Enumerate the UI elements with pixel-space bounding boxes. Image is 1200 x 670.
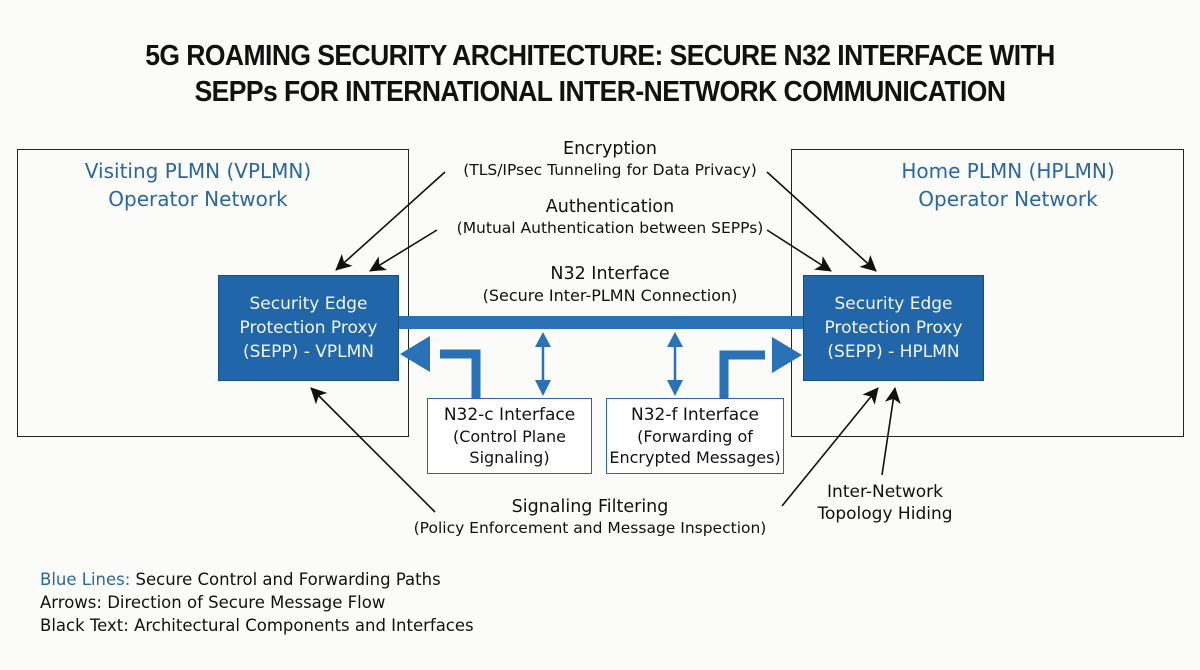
legend-key: Blue Lines:	[40, 570, 131, 589]
n32c-line-3: Signaling)	[469, 447, 550, 467]
n32-description: (Secure Inter-PLMN Connection)	[482, 286, 738, 305]
encryption-label: Encryption (TLS/IPsec Tunneling for Data…	[400, 138, 820, 181]
authentication-description: (Mutual Authentication between SEPPs)	[456, 219, 764, 237]
diagram-title: 5G ROAMING SECURITY ARCHITECTURE: SECURE…	[42, 38, 1158, 110]
hplmn-network-title: Home PLMN (HPLMN) Operator Network	[858, 157, 1158, 213]
sepp-hplmn-line-2: Protection Proxy	[824, 318, 963, 338]
authentication-arrow-right	[766, 229, 832, 272]
encryption-title: Encryption	[563, 139, 657, 159]
n32c-line-2: (Control Plane	[452, 426, 567, 446]
authentication-title: Authentication	[545, 197, 675, 217]
sepp-hplmn-box: Security Edge Protection Proxy (SEPP) - …	[803, 275, 984, 381]
n32f-arrowhead	[772, 337, 802, 373]
n32f-line-1: N32-f Interface	[631, 404, 759, 425]
signaling-filtering-title: Signaling Filtering	[511, 497, 669, 517]
encryption-arrow-left	[335, 171, 446, 271]
authentication-label: Authentication (Mutual Authentication be…	[400, 196, 820, 239]
vplmn-network-title: Visiting PLMN (VPLMN) Operator Network	[48, 157, 348, 213]
vplmn-network-box	[17, 149, 409, 437]
n32c-arrowhead	[400, 336, 430, 372]
filtering-to-hplmn-arrow	[781, 387, 879, 507]
n32f-bidirectional-arrow	[667, 332, 683, 396]
legend-item: Black Text: Architectural Components and…	[40, 614, 474, 637]
sepp-hplmn-line-3: (SEPP) - HPLMN	[827, 342, 960, 362]
legend-text: Secure Control and Forwarding Paths	[130, 570, 441, 589]
sepp-vplmn-line-1: Security Edge	[249, 294, 368, 314]
n32c-line-1: N32-c Interface	[443, 404, 576, 425]
n32f-forwarding-path	[719, 350, 765, 398]
topology-hiding-label: Inter-Network Topology Hiding	[795, 481, 975, 525]
legend-text: Direction of Secure Message Flow	[101, 593, 386, 612]
vplmn-title-line-2: Operator Network	[108, 187, 288, 211]
sepp-vplmn-line-2: Protection Proxy	[239, 318, 378, 338]
legend-key: Arrows:	[40, 593, 102, 612]
n32f-line-3: Encrypted Messages)	[609, 447, 781, 467]
n32c-control-path	[440, 349, 481, 398]
encryption-arrow-right	[766, 171, 877, 272]
encryption-description: (TLS/IPsec Tunneling for Data Privacy)	[463, 161, 757, 179]
signaling-filtering-description: (Policy Enforcement and Message Inspecti…	[413, 519, 767, 537]
sepp-hplmn-line-1: Security Edge	[834, 294, 953, 314]
signaling-filtering-arrow	[310, 387, 436, 513]
legend-item: Arrows: Direction of Secure Message Flow	[40, 591, 474, 614]
n32c-interface-box: N32-c Interface (Control Plane Signaling…	[427, 398, 592, 474]
hplmn-network-box	[791, 149, 1184, 437]
hplmn-title-line-2: Operator Network	[918, 187, 1098, 211]
n32-connection-bar	[398, 316, 804, 329]
topology-hiding-line-1: Inter-Network	[827, 482, 943, 502]
n32-interface-label: N32 Interface (Secure Inter-PLMN Connect…	[400, 263, 820, 306]
legend-key: Black Text:	[40, 616, 129, 635]
hplmn-title-line-1: Home PLMN (HPLMN)	[901, 159, 1115, 183]
signaling-filtering-label: Signaling Filtering (Policy Enforcement …	[380, 496, 800, 539]
n32f-interface-box: N32-f Interface (Forwarding of Encrypted…	[606, 398, 784, 474]
vplmn-title-line-1: Visiting PLMN (VPLMN)	[84, 159, 312, 183]
topology-hiding-arrow	[881, 387, 901, 476]
n32f-line-2: (Forwarding of	[637, 426, 753, 446]
sepp-vplmn-line-3: (SEPP) - VPLMN	[243, 342, 374, 362]
title-line-2: SEPPs FOR INTERNATIONAL INTER-NETWORK CO…	[194, 76, 1006, 108]
legend-item: Blue Lines: Secure Control and Forwardin…	[40, 568, 474, 591]
n32c-bidirectional-arrow	[535, 332, 551, 396]
legend: Blue Lines: Secure Control and Forwardin…	[40, 568, 474, 637]
legend-text: Architectural Components and Interfaces	[128, 616, 474, 635]
n32-title: N32 Interface	[550, 264, 670, 284]
authentication-arrow-left	[369, 229, 438, 272]
sepp-vplmn-box: Security Edge Protection Proxy (SEPP) - …	[218, 275, 399, 381]
topology-hiding-line-2: Topology Hiding	[817, 504, 953, 524]
title-line-1: 5G ROAMING SECURITY ARCHITECTURE: SECURE…	[145, 40, 1055, 72]
